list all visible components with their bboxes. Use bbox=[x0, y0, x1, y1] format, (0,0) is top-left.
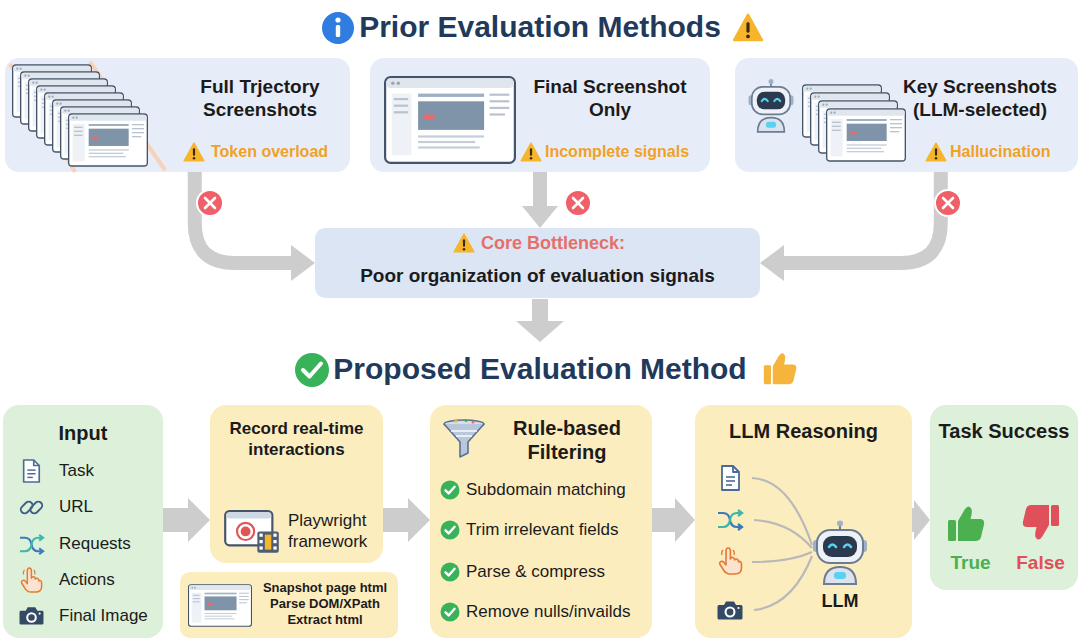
node-text: Token overload bbox=[211, 142, 347, 162]
arrow-head bbox=[914, 500, 930, 540]
process-box: LLM ReasoningLLM bbox=[695, 405, 912, 638]
node-title: Core Bottleneck: bbox=[481, 233, 641, 255]
arrow-shaft bbox=[383, 508, 408, 532]
node-text: Final Image bbox=[59, 606, 161, 627]
arrow-head bbox=[522, 206, 558, 228]
node-text: Requests bbox=[59, 534, 161, 555]
warning-icon bbox=[734, 15, 762, 40]
arrow-shaft bbox=[163, 508, 188, 532]
reject-mark bbox=[565, 190, 591, 216]
flow-arrow bbox=[522, 172, 558, 228]
flow-arrow bbox=[383, 498, 430, 542]
node-text: Poor organization of evaluation signals bbox=[317, 264, 758, 287]
node-title: Final Screenshot Only bbox=[520, 75, 700, 121]
flow-arrow bbox=[760, 172, 941, 281]
icon-part bbox=[335, 17, 340, 22]
arrow-head bbox=[408, 498, 430, 542]
node-text: LLM bbox=[805, 591, 875, 613]
node-text: Actions bbox=[59, 570, 161, 591]
arrow-head bbox=[188, 498, 210, 542]
node-text: Subdomain matching bbox=[466, 480, 650, 501]
arrow-shaft bbox=[652, 508, 675, 532]
arrow-shaft bbox=[195, 172, 291, 263]
node-text: Parse & compress bbox=[466, 562, 650, 583]
flow-arrow bbox=[163, 498, 210, 542]
main-title: Prior Evaluation Methods bbox=[0, 9, 1080, 45]
reject-mark bbox=[935, 190, 961, 216]
bottleneck-box: Core Bottleneck: Poor organization of eva… bbox=[315, 228, 760, 298]
node-title: Record real-time interactions bbox=[214, 419, 379, 460]
node-text: URL bbox=[59, 497, 161, 518]
node-text: Task bbox=[59, 461, 161, 482]
node-title: Full Trjectory Screenshots bbox=[177, 75, 343, 121]
arrow-shaft bbox=[912, 508, 914, 532]
arrow-head bbox=[760, 245, 784, 281]
node-text: True bbox=[938, 551, 1003, 574]
node-title: Input bbox=[3, 421, 163, 445]
node-title: Key Screenshots (LLM-selected) bbox=[890, 75, 1070, 121]
down-arrow bbox=[516, 299, 564, 342]
node-text: Remove nulls/invailds bbox=[466, 602, 650, 623]
icon-part bbox=[295, 353, 329, 387]
arrow-shaft bbox=[784, 172, 941, 263]
icon-part bbox=[516, 321, 564, 342]
node-text: Hallucination bbox=[950, 142, 1070, 162]
flow-arrow bbox=[195, 172, 315, 281]
icon-part bbox=[322, 12, 354, 44]
node-text: False bbox=[1008, 551, 1073, 574]
section-heading: Proposed Evaluation Method bbox=[0, 351, 1080, 387]
icon-part bbox=[532, 299, 548, 322]
node-title: Snapshot page html Parse DOM/XPath Extra… bbox=[255, 580, 395, 628]
input-box: InputTaskURL RequestsActionsFinal Image bbox=[3, 405, 163, 638]
node-title: Rule-based Filtering bbox=[488, 416, 646, 465]
arrow-head bbox=[675, 498, 695, 542]
node-title: Task Success bbox=[930, 419, 1078, 443]
flow-arrow bbox=[652, 498, 695, 542]
reject-mark bbox=[197, 190, 223, 216]
flow-arrow bbox=[912, 500, 930, 540]
node-text: Playwright framework bbox=[288, 511, 380, 552]
arrow-shaft bbox=[533, 172, 547, 206]
process-box: Record real-time interactionsPlaywright … bbox=[210, 405, 383, 563]
method-box: Full Trjectory ScreenshotsToken overload bbox=[5, 58, 350, 172]
node-text: Trim irrelevant fields bbox=[466, 520, 650, 541]
node-text: Incomplete signals bbox=[545, 142, 705, 162]
process-box: Rule-based FilteringSubdomain matchingTr… bbox=[430, 405, 652, 638]
icon-part bbox=[303, 364, 321, 377]
method-box: Final Screenshot OnlyIncomplete signals bbox=[370, 58, 710, 172]
method-box: Key Screenshots (LLM-selected) Hallucinat… bbox=[735, 58, 1078, 172]
info-icon bbox=[322, 12, 354, 44]
check-icon bbox=[295, 353, 329, 387]
result-box: Task SuccessTrueFalse bbox=[930, 405, 1078, 590]
arrow-head bbox=[291, 245, 315, 281]
thumbs-up-icon bbox=[764, 353, 797, 384]
note-box: Snapshot page html Parse DOM/XPath Extra… bbox=[180, 572, 398, 638]
icon-part bbox=[336, 25, 340, 37]
node-title: LLM Reasoning bbox=[695, 419, 912, 443]
